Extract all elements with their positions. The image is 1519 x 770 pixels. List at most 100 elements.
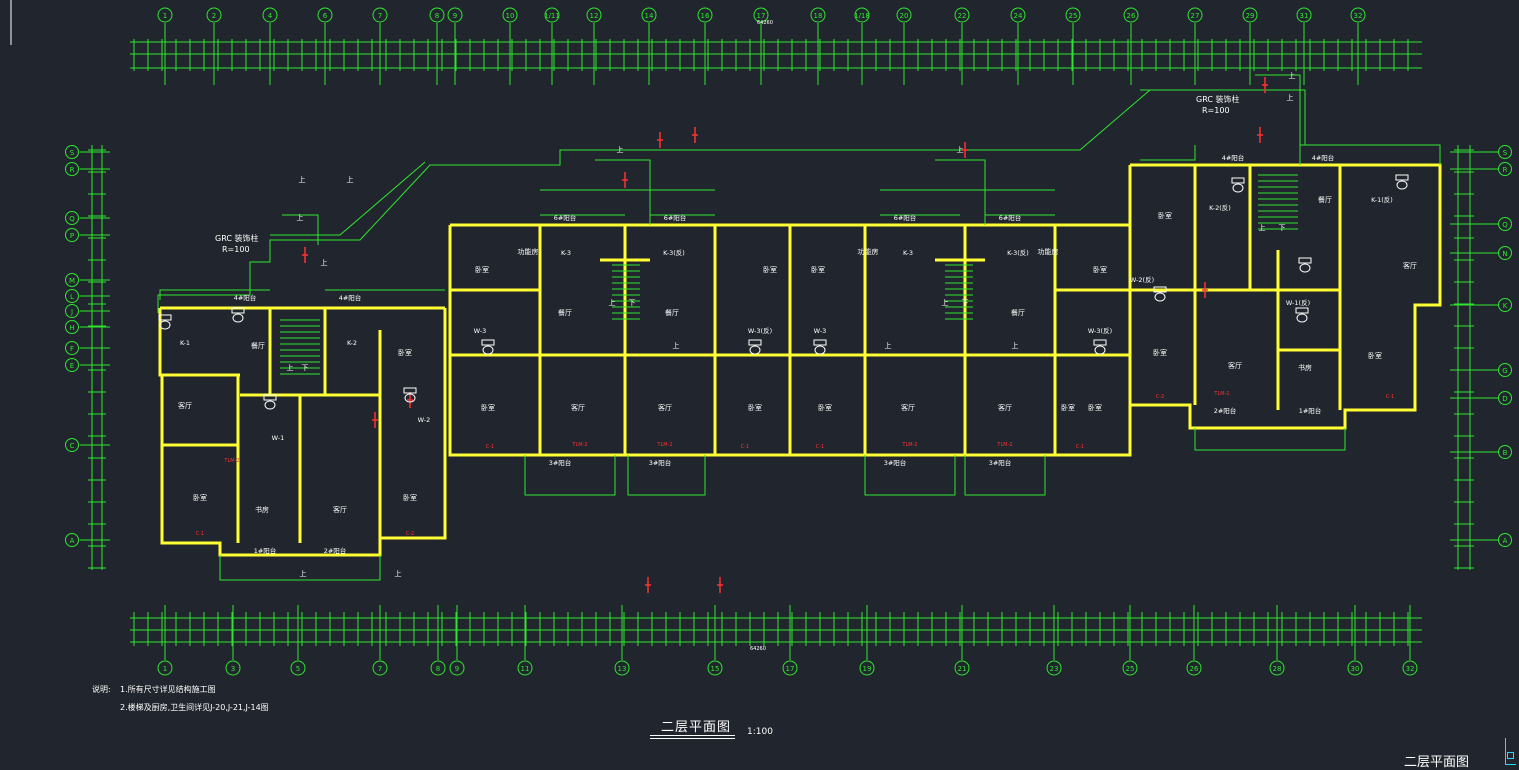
axis-bubble-bottom [1347, 660, 1363, 676]
axis-bubble-left [65, 341, 79, 355]
axis-label-bottom: 15 [711, 665, 720, 673]
axis-label-top: 24 [1014, 12, 1023, 20]
ucs-box-icon [1507, 752, 1514, 759]
room-label: 书房 [1298, 363, 1312, 372]
axis-bubble-bottom [707, 660, 723, 676]
element-tag: 6#阳台 [554, 213, 577, 222]
bottom-dimension-ticks [133, 612, 1409, 646]
axis-label-bottom: 21 [958, 665, 967, 673]
room-label: 卧室 [1061, 403, 1075, 412]
fixture-symbol [749, 345, 761, 355]
stair-direction: 上 [299, 175, 306, 184]
axis-label-right: A [1503, 537, 1508, 545]
axis-label-bottom: 30 [1351, 665, 1360, 673]
room-label: 客厅 [901, 403, 915, 412]
code-tag: C-1 [741, 444, 749, 450]
fixture-tank [1153, 286, 1167, 293]
axis-bubble-top [157, 7, 173, 23]
axis-bubble-top [1065, 7, 1081, 23]
element-tag: K-2(反) [1209, 203, 1231, 212]
axis-label-bottom: 23 [1050, 665, 1059, 673]
room-label: 卧室 [1368, 351, 1382, 360]
element-tag: 6#阳台 [999, 213, 1022, 222]
element-tag: 2#阳台 [1214, 406, 1237, 415]
left-dimension-chain [91, 145, 103, 570]
axis-label-right: N [1502, 250, 1507, 258]
axis-label-right: R [1503, 166, 1508, 174]
stair-direction: 下 [962, 299, 969, 307]
axis-label-top: 20 [900, 12, 909, 20]
right-dimension-chain [1457, 145, 1471, 570]
axis-label-right: Q [1502, 221, 1508, 229]
room-labels: 客厅卧室餐厅书房客厅卧室卧室卧室功能房卧室客厅客厅卧室卧室餐厅餐厅卧室卧室功能房… [178, 71, 1417, 578]
element-tag: W-1 [272, 434, 285, 442]
notes-label: 说明: [92, 685, 111, 694]
room-label: 卧室 [1153, 348, 1167, 357]
axis-bubble-top [372, 7, 388, 23]
element-tag: 1#阳台 [1299, 406, 1322, 415]
room-label: 卧室 [811, 265, 825, 274]
interior-line [935, 159, 986, 225]
axis-bubble-right [1498, 246, 1512, 260]
fixture-symbol [1094, 345, 1106, 355]
fixture-tank [263, 394, 277, 401]
room-label: 卧室 [763, 265, 777, 274]
code-tag: TLM-1 [1213, 391, 1229, 397]
stair-direction: 下 [302, 364, 309, 372]
element-tag: K-3 [903, 249, 913, 257]
code-tag: TLM-2 [901, 442, 917, 448]
axis-bubble-bottom [225, 660, 241, 676]
axis-bubble-bottom [430, 660, 446, 676]
interior-line [964, 455, 1046, 496]
axis-label-top: 7 [378, 12, 382, 20]
axis-bubble-bottom [1269, 660, 1285, 676]
axis-bubble-right [1498, 533, 1512, 547]
fixture-symbol [814, 345, 826, 355]
room-label: 卧室 [1093, 265, 1107, 274]
side-dimension-ticks [88, 149, 1474, 569]
interior-line [1140, 145, 1196, 161]
room-label: 功能房 [1038, 247, 1059, 256]
wall-segment [448, 223, 1132, 457]
axis-bubble-left [65, 533, 79, 547]
axis-bubble-bottom [290, 660, 306, 676]
stair-direction: 上 [347, 175, 354, 184]
interior-line [219, 555, 381, 581]
stair-direction: 上 [1287, 93, 1294, 102]
room-label: 卧室 [1088, 403, 1102, 412]
stair-direction: 上 [287, 363, 294, 372]
axis-bubble-right [1498, 145, 1512, 159]
element-tag: 6#阳台 [664, 213, 687, 222]
axis-label-top: 16 [701, 12, 710, 20]
axis-bubble-left [65, 358, 79, 372]
fixture-symbol [404, 393, 416, 403]
axis-label-left: M [69, 277, 75, 285]
axis-label-bottom: 5 [296, 665, 300, 673]
building-walls [158, 163, 1442, 557]
axis-label-right: B [1503, 449, 1508, 457]
room-label: 卧室 [481, 403, 495, 412]
fixture-tank [1295, 307, 1309, 314]
fixture-tank [481, 339, 495, 346]
axis-label-left: J [70, 308, 73, 316]
interior-lines [159, 74, 1441, 581]
axis-bubble-left [65, 211, 79, 225]
axis-bubble-bottom [157, 660, 173, 676]
fixture-symbol [1296, 313, 1308, 323]
stair-direction: 上 [609, 298, 616, 307]
wall-segment [1128, 163, 1442, 430]
fixture-symbol [264, 400, 276, 410]
code-tag: C-1 [1076, 444, 1084, 450]
element-tag: W-3 [814, 327, 827, 335]
axis-label-top: 12 [590, 12, 599, 20]
element-tag: K-2 [347, 339, 357, 347]
axis-bubble-bottom [859, 660, 875, 676]
axis-bubble-top [1123, 7, 1139, 23]
axis-bubble-bottom [1122, 660, 1138, 676]
fixture-tank [231, 307, 245, 314]
room-label: 书房 [255, 505, 269, 514]
axis-bubble-top [954, 7, 970, 23]
axis-label-top: 25 [1069, 12, 1078, 20]
